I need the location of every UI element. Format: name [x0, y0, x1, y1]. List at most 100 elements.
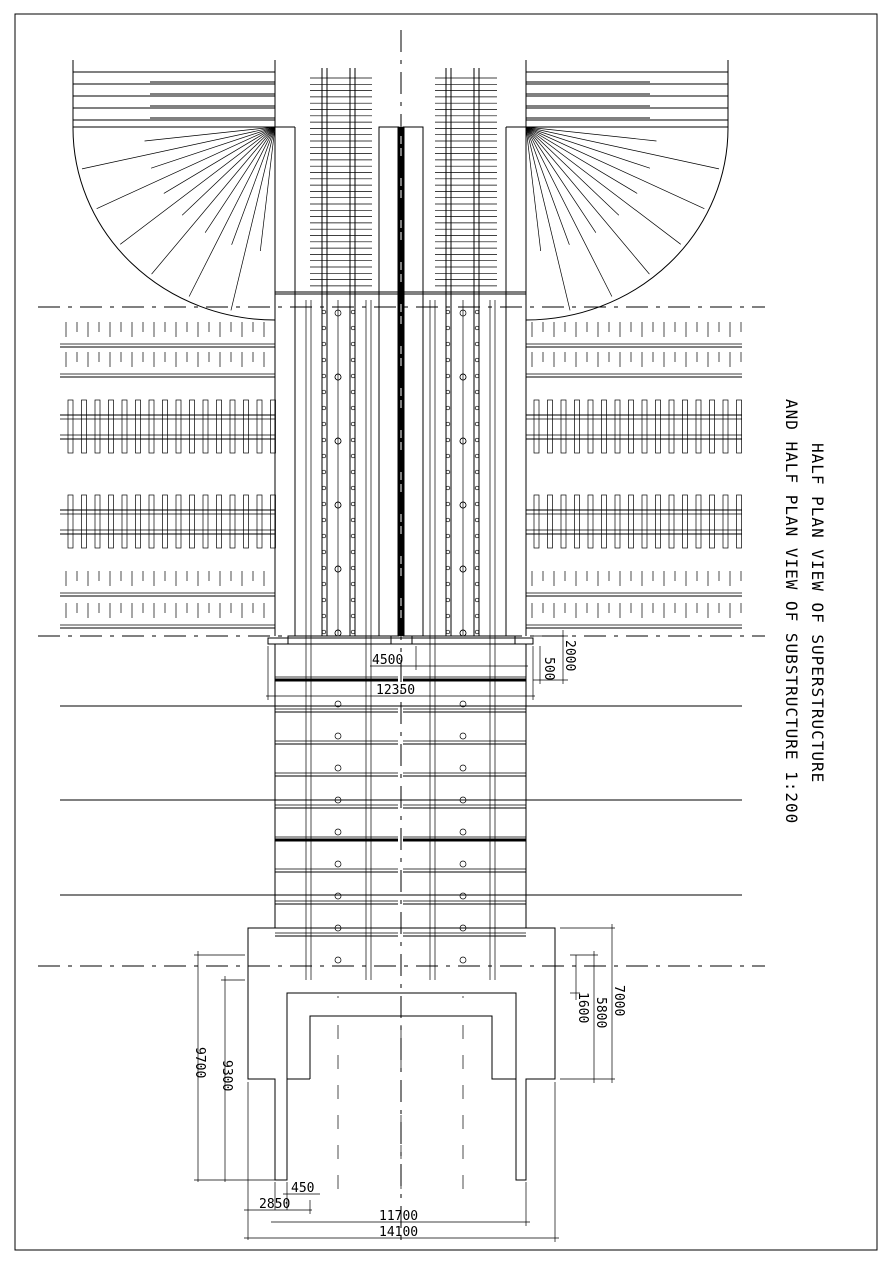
track-tie: [243, 399, 249, 454]
track-tie: [709, 494, 715, 549]
drawing-line: [525, 126, 657, 142]
bolt-circle: [445, 565, 451, 571]
bolt-circle: [350, 533, 356, 539]
track-tie: [695, 494, 702, 549]
bolt-circle: [445, 453, 451, 459]
bolt-circle: [445, 549, 451, 555]
drawing-line: [525, 126, 720, 170]
track-tie: [736, 399, 742, 454]
bolt-circle: [445, 469, 451, 475]
track-tie: [601, 399, 607, 454]
dimension-lines: [194, 630, 615, 1242]
bolt-circle: [445, 629, 451, 635]
track-tie: [655, 399, 661, 454]
bolt-circle: [474, 325, 480, 331]
bolt-circle: [334, 501, 342, 509]
track-tie: [175, 399, 182, 454]
track-tie: [243, 494, 249, 549]
track-tie: [94, 399, 101, 454]
track-tie: [108, 494, 114, 549]
bolt-circle: [474, 357, 480, 363]
deck-tracks: [305, 68, 497, 980]
bolt-circle: [474, 549, 480, 555]
bolt-circle: [334, 892, 342, 900]
bolt-circle: [321, 309, 327, 315]
track-tie: [216, 399, 222, 454]
bolt-circle: [459, 309, 467, 317]
bolt-circle: [350, 501, 356, 507]
track-tie: [256, 399, 263, 454]
bolt-circle: [334, 764, 342, 772]
drawing-line: [151, 126, 276, 275]
bolt-circle: [445, 373, 451, 379]
track-tie: [736, 494, 742, 549]
bolt-circle: [350, 485, 356, 491]
track-tie: [202, 399, 209, 454]
bolt-circle: [334, 565, 342, 573]
track-tie: [148, 399, 155, 454]
bolt-circle: [334, 373, 342, 381]
bridge-deck: [274, 60, 527, 637]
foundation: [247, 927, 556, 1189]
track-tie: [668, 399, 675, 454]
track-tie: [256, 494, 263, 549]
bolt-circle: [321, 565, 327, 571]
bolt-circle: [334, 700, 342, 708]
bolt-circle: [321, 341, 327, 347]
track-tie: [722, 494, 729, 549]
track-tie: [121, 399, 128, 454]
bolt-circle: [445, 357, 451, 363]
track-tie: [547, 494, 553, 549]
bolt-circle: [350, 565, 356, 571]
track-tie: [202, 494, 209, 549]
bolt-circle: [474, 389, 480, 395]
bolt-circle: [321, 453, 327, 459]
bolt-circle: [459, 732, 467, 740]
bolt-circle: [321, 581, 327, 587]
drawing-line: [525, 126, 651, 169]
track-tie: [229, 494, 236, 549]
drawing-line: [525, 126, 542, 252]
track-tie: [655, 494, 661, 549]
bolt-circle: [321, 597, 327, 603]
bolt-circle: [445, 517, 451, 523]
bolt-circle: [445, 501, 451, 507]
dim-14100: 14100: [379, 1225, 418, 1240]
track-tie: [628, 494, 634, 549]
bolt-circle: [350, 437, 356, 443]
bolt-circle: [474, 629, 480, 635]
title-line-2: AND HALF PLAN VIEW OF SUBSTRUCTURE 1:200: [782, 399, 801, 824]
bolt-circle: [350, 373, 356, 379]
track-tie: [135, 494, 141, 549]
track-tie: [614, 399, 621, 454]
track-tie: [189, 399, 195, 454]
drawing-line: [188, 126, 276, 297]
left-abutment-wing: [72, 60, 276, 321]
drawing-line: [259, 126, 276, 252]
bolt-circle: [445, 325, 451, 331]
bolt-circle: [474, 485, 480, 491]
bolt-circle: [459, 796, 467, 804]
bolt-circle: [474, 597, 480, 603]
dim-12350: 12350: [376, 683, 415, 698]
dim-500: 500: [541, 657, 556, 680]
track-tie: [94, 494, 101, 549]
bolt-circle: [334, 437, 342, 445]
bolt-circle: [350, 629, 356, 635]
dim-9300: 9300: [219, 1060, 234, 1091]
bolt-circle: [445, 533, 451, 539]
track-tie: [148, 494, 155, 549]
bolt-circle: [321, 549, 327, 555]
bolt-circle: [321, 469, 327, 475]
bolt-circle: [350, 389, 356, 395]
drawing-line: [81, 126, 276, 170]
track-tie: [709, 399, 715, 454]
track-tie: [270, 494, 276, 549]
track-tie: [81, 399, 87, 454]
dim-4500: 4500: [372, 653, 403, 668]
track-tie: [587, 399, 594, 454]
bolt-circle: [474, 581, 480, 587]
drawing-line: [230, 126, 276, 311]
bolt-circle: [350, 341, 356, 347]
